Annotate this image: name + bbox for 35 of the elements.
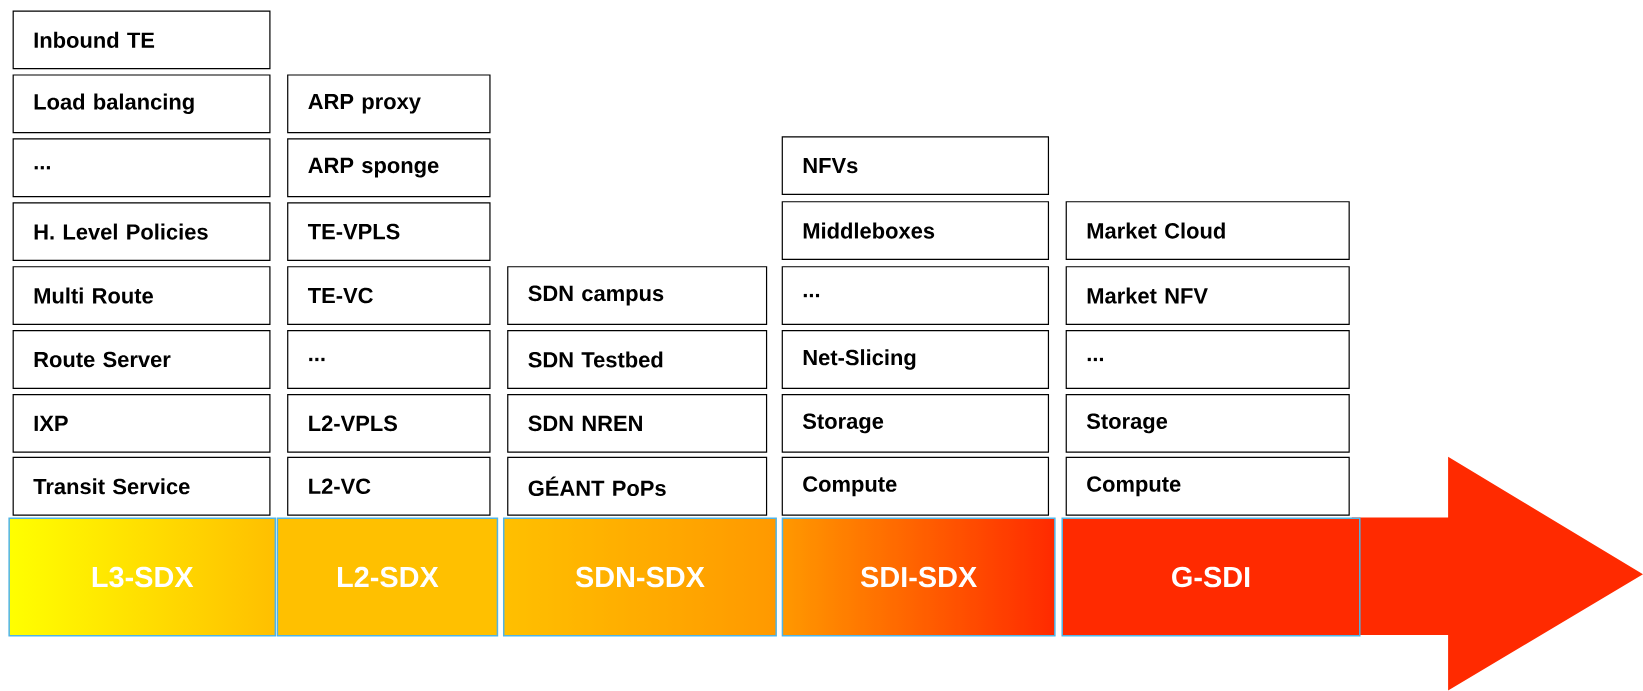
stage-band: L2-SDX <box>276 517 499 637</box>
service-box: Transit Service <box>12 456 271 516</box>
service-box: ... <box>287 330 491 389</box>
service-box: ARP sponge <box>287 138 491 198</box>
stage-band: L3-SDX <box>8 517 277 637</box>
service-box: Market NFV <box>1065 266 1350 325</box>
service-box: Storage <box>1065 393 1350 453</box>
service-box: TE-VC <box>287 266 491 325</box>
service-box: NFVs <box>781 136 1050 196</box>
service-box: Compute <box>781 456 1050 516</box>
service-box: ARP proxy <box>287 74 491 134</box>
service-box: Multi Route <box>12 266 271 325</box>
service-box: Market Cloud <box>1065 201 1350 260</box>
stage-band: SDI-SDX <box>781 517 1056 637</box>
service-box: IXP <box>12 393 271 453</box>
service-box: H. Level Policies <box>12 202 271 262</box>
service-box: Storage <box>781 393 1050 453</box>
stage-band: G-SDI <box>1061 517 1361 637</box>
service-box: Route Server <box>12 330 271 389</box>
service-box: L2-VPLS <box>287 393 491 453</box>
service-box: Middleboxes <box>781 201 1050 260</box>
service-box: SDN campus <box>507 266 768 325</box>
service-box: ... <box>12 138 271 198</box>
service-box: Net-Slicing <box>781 330 1050 389</box>
service-box: GÉANT PoPs <box>507 456 768 516</box>
service-box: ... <box>1065 330 1350 389</box>
service-box: Inbound TE <box>12 10 271 70</box>
service-box: SDN NREN <box>507 393 768 453</box>
service-box: ... <box>781 266 1050 325</box>
stage-band: SDN-SDX <box>502 517 777 637</box>
service-box: TE-VPLS <box>287 202 491 262</box>
service-box: SDN Testbed <box>507 330 768 389</box>
service-box: Compute <box>1065 456 1350 516</box>
service-box: Load balancing <box>12 74 271 134</box>
service-box: L2-VC <box>287 456 491 516</box>
